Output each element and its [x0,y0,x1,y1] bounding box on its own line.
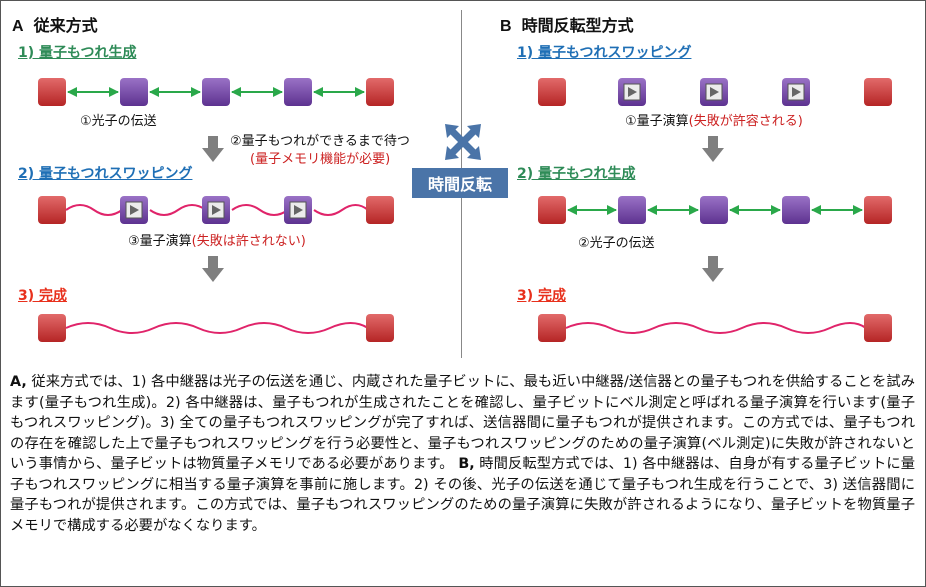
a-photon-transfer-label: ①光子の伝送 [80,114,157,129]
play-icon [212,205,221,215]
a-row2-sender-right [366,196,394,224]
a-quantum-op-label: ③量子演算(失敗は許されない) [128,230,306,249]
b-row2-repeater-1 [618,196,646,224]
a-row2-repeater-1 [120,196,148,224]
b-row1-sender-right [864,78,892,106]
b-quantum-op-text: ①量子演算 [625,114,689,129]
a-quantum-op-text: ③量子演算 [128,234,192,249]
diagram-graphics [38,78,892,342]
panel-a-letter: A [12,18,24,35]
time-reversal-badge: 時間反転 [412,168,508,198]
a-row2-sender-left [38,196,66,224]
play-icon [792,87,801,97]
b-row2-repeater-2 [700,196,728,224]
play-icon [130,205,139,215]
a-memory-required-label: (量子メモリ機能が必要) [250,152,391,167]
caption-paragraph: A, 従来方式では、1) 各中継器は光子の伝送を通じ、内蔵された量子ビットに、最… [10,372,915,536]
a-step1-label: 1) 量子もつれ生成 [18,45,137,61]
caption-a-text: 従来方式では、1) 各中継器は光子の伝送を通じ、内蔵された量子ビットに、最も近い… [10,374,915,472]
a-wait-label: ②量子もつれができるまで待つ [230,134,410,149]
caption-b-text: 時間反転型方式では、1) 各中継器は、自身が有する量子ビットに量子もつれスワッピ… [10,456,916,534]
b-row3-sender-left [538,314,566,342]
play-icon [294,205,303,215]
b-failure-allowed-label: (失敗が許容される) [688,114,803,129]
a-row2-wave-1 [65,204,123,216]
a-row3-entanglement-wave [65,322,369,334]
a-row1-sender-right [366,78,394,106]
b-row3-entanglement-wave [565,322,867,334]
a-row1-repeater-1 [120,78,148,106]
a-row3-sender-left [38,314,66,342]
play-icon [628,87,637,97]
b-row1-repeater-2 [700,78,728,106]
b-row1-sender-left [538,78,566,106]
a-row2-wave-2 [149,204,207,216]
a-row1-sender-left [38,78,66,106]
b-down-arrow-2 [702,256,724,282]
cross-arrows-icon [445,124,481,160]
a-row1-repeater-2 [202,78,230,106]
panel-b-title: 時間反転型方式 [521,16,634,35]
a-row1-repeater-3 [284,78,312,106]
a-row2-wave-4 [313,204,369,216]
a-down-arrow-2 [202,256,224,282]
panel-a-title: 従来方式 [33,16,98,35]
b-step2-label: 2) 量子もつれ生成 [517,166,636,182]
b-row2-repeater-3 [782,196,810,224]
caption-b-label: B, [458,456,475,472]
a-row2-wave-3 [231,204,289,216]
b-row2-sender-right [864,196,892,224]
panel-b-header: B 時間反転型方式 [500,12,634,36]
b-step1-label: 1) 量子もつれスワッピング [517,45,692,61]
a-row2-repeater-3 [284,196,312,224]
a-down-arrow-1 [202,136,224,162]
b-down-arrow-1 [702,136,724,162]
a-step3-label: 3) 完成 [18,288,68,304]
panel-a-header: A 従来方式 [12,12,98,36]
b-row2-sender-left [538,196,566,224]
b-row1-repeater-1 [618,78,646,106]
a-row3-sender-right [366,314,394,342]
b-photon-transfer-label: ②光子の伝送 [578,236,655,251]
a-row2-repeater-2 [202,196,230,224]
play-icon [710,87,719,97]
a-step2-label: 2) 量子もつれスワッピング [18,166,193,182]
caption-a-label: A, [10,374,27,390]
b-row1-repeater-3 [782,78,810,106]
a-no-failure-label: (失敗は許されない) [191,234,306,249]
b-row3-sender-right [864,314,892,342]
b-quantum-op-label: ①量子演算(失敗が許容される) [625,110,803,129]
panel-b-letter: B [500,18,512,35]
b-step3-label: 3) 完成 [517,288,567,304]
